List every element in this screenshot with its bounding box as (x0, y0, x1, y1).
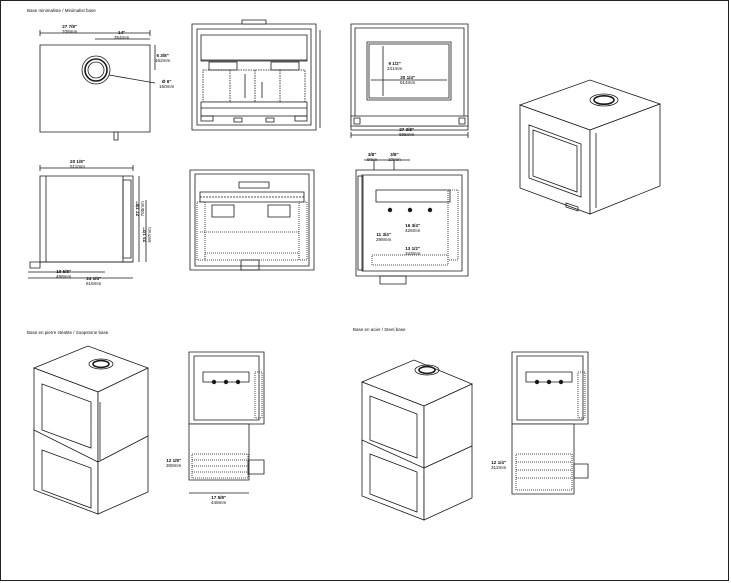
dim-soapstone-height: 12 1/8"308mm (166, 458, 182, 468)
section-soapstone-base (189, 352, 264, 493)
front-section (190, 170, 314, 270)
dim-section-left: 11 3/4"298mm (376, 232, 392, 242)
dim-section-low: 13 1/2"343mm (405, 246, 421, 256)
dim-front-width: 27 3/8"695mm (399, 127, 415, 137)
dim-section-top-2: 3/8"10mm (388, 152, 401, 162)
isometric-soapstone-base (34, 346, 148, 514)
dim-flue-diameter: Ø 6"150mm (159, 79, 175, 89)
isometric-steel-base (362, 360, 472, 520)
top-view (40, 30, 155, 140)
dim-glass-height: 9 1/2"241mm (387, 61, 403, 71)
side-view (28, 165, 146, 278)
dim-side-bottom-2: 24 1/4"616mm (86, 276, 102, 286)
dim-section-mid: 16 3/4"426mm (405, 223, 421, 233)
isometric-stove (520, 80, 660, 214)
dim-top-depth: 6 3/8"162mm (155, 53, 171, 63)
section-label-minimalist: Base minimaliste / Minimalist base (27, 8, 96, 13)
front-view-interior (192, 20, 320, 130)
dim-side-bottom-1: 19 5/8"498mm (56, 269, 72, 279)
dim-side-height-2: 23 1/2"597mm (141, 227, 152, 243)
dim-glass-width: 20 1/4"514mm (400, 75, 416, 85)
dim-side-height-1: 27 7/8"708mm (134, 201, 145, 217)
section-label-soapstone: Base en pierre stéatite / Soapstone base (27, 330, 109, 335)
section-label-steel: Base en acier / Steel base (353, 327, 406, 332)
dim-soapstone-width: 17 5/8"448mm (211, 495, 227, 505)
dim-side-depth: 20 1/8"511mm (70, 159, 85, 169)
dim-steel-height: 12 1/4"312mm (491, 460, 507, 470)
dim-top-offset: 14"354mm (114, 30, 130, 40)
dim-top-width: 27 7/8"708mm (62, 24, 78, 34)
front-view-glass (351, 24, 468, 138)
section-steel-base (512, 352, 588, 494)
dim-section-top-1: 3/8"9mm (367, 152, 378, 162)
side-section (356, 160, 468, 284)
